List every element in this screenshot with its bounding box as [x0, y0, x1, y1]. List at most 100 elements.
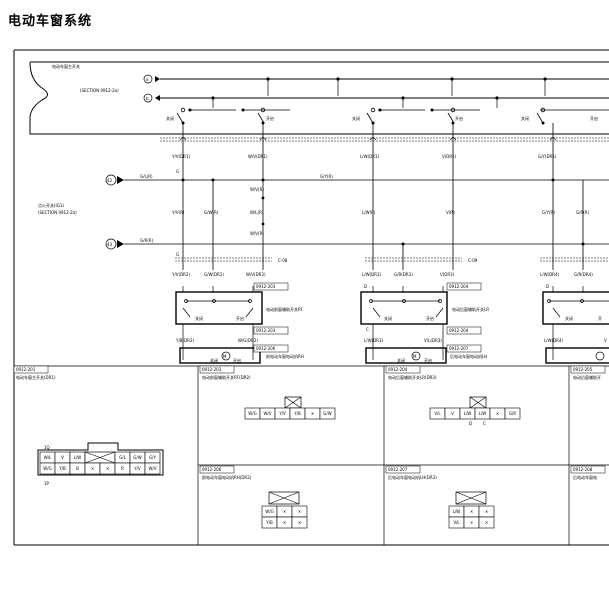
- view-motor-rf-name: 前电动车窗电动机RH(DR2): [202, 474, 252, 480]
- page-title: 电动车窗系统: [8, 14, 93, 29]
- switch-lr-pin-c: C: [366, 327, 369, 332]
- connector-b-label: b: [146, 96, 149, 101]
- switch-rr-pin-d: D: [546, 284, 549, 289]
- dr1-row2-pin-7-cell: [144, 462, 161, 475]
- view-dr1-name: 电动车窗主开关(DR1): [16, 374, 56, 380]
- close-label-1: 关闭: [166, 115, 174, 121]
- dr1-row2-pin-4: ✕: [106, 466, 109, 471]
- connector-43: [105, 238, 117, 250]
- main-switch-label: 电动车窗主开关: [52, 63, 80, 69]
- motor_lr-pin-3: V/L: [453, 520, 460, 525]
- main-switch-section: (SECTION 0912-2a): [80, 88, 119, 93]
- switch-rf-out2: W/G(DR2): [238, 338, 258, 343]
- wire-yv-dr1: Y/V(DR1): [171, 154, 190, 159]
- dr1-row2-pin-6: Y/V: [133, 466, 141, 471]
- dr2-pin-2: Y/V: [278, 411, 286, 416]
- view-dr2-code: 0912-203: [202, 367, 222, 372]
- wire-gy-r2: G/Y(R): [542, 210, 555, 215]
- motor_rf-pin-1: ✕: [283, 509, 286, 514]
- wire-gr-r2: G/R(R): [576, 210, 590, 215]
- dr1-row1-pin-5: G/W: [133, 455, 141, 460]
- switch-lr-out1: L/W(DR3): [364, 338, 383, 343]
- wire-lw-dr1: L/W(DR1): [360, 154, 379, 159]
- motor-lr-code: 0912-207: [449, 346, 469, 351]
- wire-gr-dr4: G/R(DR4): [574, 272, 593, 277]
- open-label-3: 开启: [590, 115, 598, 121]
- close-label-3: 关闭: [521, 115, 529, 121]
- switch-rf-out1: Y/B(DR2): [175, 338, 195, 343]
- wire-v-dr1: V(DR1): [442, 154, 457, 159]
- switch-lr-out2: V/L(DR3): [424, 338, 442, 343]
- dr2-pin-3: Y/B: [293, 411, 301, 416]
- motor-rf-name: 前电动车窗电动机RH: [266, 353, 304, 359]
- switch-lr-code2: 0912-204: [449, 328, 469, 333]
- wire-lw-dr3: L/W(DR3): [362, 272, 381, 277]
- view-motor-rf-grid: W/G✕✕Y/B✕✕: [261, 491, 308, 529]
- dr1-row1-pin-4: G/L: [119, 455, 126, 460]
- wire-gw-dr2: G/W(DR2): [204, 272, 224, 277]
- wire-gw-r: G/W(R): [204, 210, 219, 215]
- motor_rf-pin-5-cell: [291, 516, 308, 529]
- dr2-pin-5-cell: [319, 407, 336, 420]
- switch-rr-open: 开: [598, 316, 602, 321]
- wire-lw-dr4: L/W(DR4): [540, 272, 559, 277]
- connector-43-label: 43: [107, 242, 113, 247]
- motor_lr-pin-5: ✕: [485, 520, 488, 525]
- motor_rf-pin-0: W/G: [265, 509, 273, 514]
- dr3-pin-3: L/W: [479, 411, 487, 416]
- svg-text:M: M: [223, 354, 227, 359]
- dr1-row1-pin-6: G/Y: [149, 455, 156, 460]
- view-dr1-pin-bottom: 1P: [44, 481, 50, 486]
- wire-gy-dr1: G/Y(DR1): [538, 154, 557, 159]
- switch-lr-code: 0912-204: [449, 284, 469, 289]
- wire-gl-r: G/L(R): [140, 174, 153, 179]
- view-dr1-pin-top: 1Q: [44, 445, 50, 450]
- wire-yv-r: Y/V(R): [171, 210, 185, 215]
- motor-rf-open: 开启: [233, 357, 241, 363]
- dr2-pin-4: ✕: [311, 411, 314, 416]
- view-motor-lr-name: 后电动车窗电动机LH(DR3): [388, 474, 437, 480]
- motor_lr-pin-4: ✕: [470, 520, 473, 525]
- view-dr2-grid: W/G W/V Y/V Y/B ✕ G/W: [244, 396, 336, 420]
- view-motor-rf-code: 0912-206: [202, 467, 222, 472]
- dr3-pin-2: L/W: [464, 411, 472, 416]
- motor-rf-code: 0912-206: [256, 346, 276, 351]
- view-motor-lr-grid: L/W✕✕V/L✕✕: [448, 491, 495, 529]
- view-dr1-code: 0912-201: [16, 367, 36, 372]
- wire-wv-dr1: W/V(DR1): [248, 154, 268, 159]
- motor-lr-open: 开启: [424, 357, 432, 363]
- dr3-pin-0: V/L: [434, 411, 441, 416]
- view-motor-lr-code: 0912-207: [388, 467, 408, 472]
- dr1-row1-pin-2: L/W: [74, 455, 82, 460]
- motor_lr-pin-1: ✕: [470, 509, 473, 514]
- dr1-row2-pin-0: W/G: [43, 466, 51, 471]
- dr2-pin-0: W/G: [248, 411, 256, 416]
- connector-b-circle: [143, 93, 153, 103]
- open-label-2: 开启: [455, 115, 463, 121]
- wire-gr-dr3: G/R(DR3): [394, 272, 413, 277]
- wire-v-dr3: V(DR3): [440, 272, 455, 277]
- view-motor-rr-name: 后电动车窗电: [573, 474, 597, 480]
- svg-text:0912-203: 0912-203: [256, 284, 276, 289]
- motor_lr-pin-2: ✕: [485, 509, 488, 514]
- ignition-label: 点火开关(IG1): [38, 202, 64, 208]
- motor_rf-pin-5: ✕: [298, 520, 301, 525]
- dr3-pin-1: V: [451, 411, 454, 416]
- dr1-row2-pin-5: R: [121, 466, 124, 471]
- switch-rr-out1: L/W(DR4): [544, 338, 563, 343]
- motor-lr-name: 后电动车窗电动机LH: [450, 353, 487, 359]
- view-dr4-code: 0912-205: [573, 367, 593, 372]
- dr2-pin-5: G/W: [323, 411, 331, 416]
- switch-lr-open: 开启: [426, 315, 434, 321]
- dr3-pin-5: G/R: [509, 411, 516, 416]
- connector-42-label: 42: [107, 178, 113, 183]
- connector-a-label: a: [146, 77, 149, 82]
- dr1-row2-pin-3: ✕: [91, 466, 94, 471]
- wire-wv-r1: W/V(R): [250, 187, 264, 192]
- motor_lr-pin-5-cell: [478, 516, 495, 529]
- dr2-pin-1: W/V: [263, 411, 271, 416]
- switch-lr-close: 关闭: [384, 315, 392, 321]
- switch-rf-open: 开启: [236, 315, 244, 321]
